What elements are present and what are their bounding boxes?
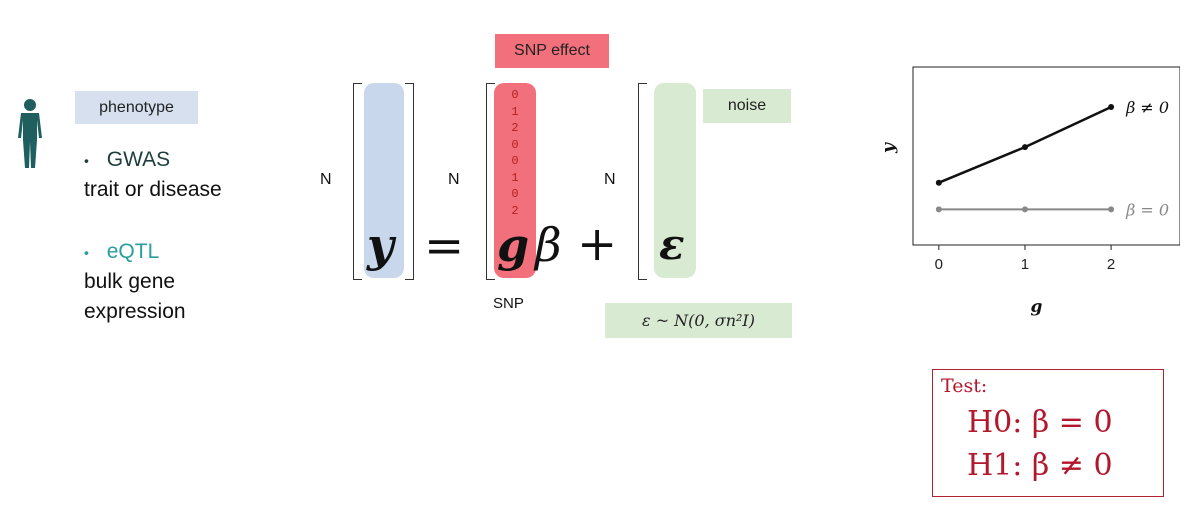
genotype-value: 0 — [511, 137, 519, 152]
eqtl-description-line1: bulk gene — [84, 270, 176, 293]
bullet-dot: • — [84, 244, 89, 261]
genotype-value: 2 — [511, 203, 519, 218]
epsilon-symbol: ε — [659, 220, 685, 269]
genotype-value: 1 — [511, 170, 519, 185]
n-dimension-y: N — [320, 171, 332, 188]
snp-effect-label: SNP effect — [495, 34, 609, 68]
noise-distribution: ε ~ N(0, σn²I) — [605, 303, 792, 338]
y-vector-column — [364, 83, 404, 278]
gwas-bullet: • GWAS — [84, 148, 170, 172]
y-symbol: y — [367, 218, 394, 272]
genotype-value: 2 — [511, 121, 519, 135]
snp-label: SNP — [493, 295, 524, 312]
alt-hypothesis: H1: β ≠ 0 — [967, 448, 1113, 483]
data-point — [935, 206, 942, 213]
n-dimension-eps: N — [604, 171, 616, 188]
beta-symbol: β — [535, 218, 562, 272]
genotype-value: 0 — [511, 187, 519, 201]
hypothesis-test-box — [932, 369, 1164, 497]
x-tick-label: 1 — [1021, 256, 1029, 273]
g-vector-column — [494, 83, 536, 278]
genotype-value: 0 — [511, 154, 519, 168]
genotype-value: 0 — [511, 88, 519, 102]
eqtl-title: eQTL — [106, 240, 160, 263]
x-tick-label: 0 — [935, 256, 943, 273]
equals-sign: = — [424, 218, 465, 274]
test-title: Test: — [941, 375, 988, 397]
phenotype-label: phenotype — [75, 91, 198, 124]
y-bracket-right — [405, 83, 414, 280]
x-tick-label: 2 — [1107, 256, 1115, 273]
plus-sign: + — [577, 216, 618, 272]
data-point — [1021, 144, 1028, 151]
effect-chart: 0 1 2 g y β ≠ 0 β = 0 — [880, 66, 1180, 317]
y-bracket-left — [353, 83, 362, 280]
eps-bracket-left — [638, 83, 647, 280]
y-axis-label: y — [880, 142, 899, 154]
series-label: β ≠ 0 — [1125, 98, 1169, 117]
g-bracket-left — [486, 83, 495, 280]
data-point — [1108, 104, 1115, 111]
genotype-value: 1 — [511, 104, 519, 119]
plot-frame — [912, 66, 1180, 246]
gwas-title: GWAS — [106, 148, 171, 171]
data-point — [1108, 206, 1115, 213]
x-axis-label: g — [1031, 297, 1043, 317]
data-point — [935, 179, 942, 186]
eqtl-description-line2: expression — [84, 300, 186, 323]
g-symbol: g — [497, 218, 530, 272]
noise-label: noise — [703, 89, 791, 123]
eps-vector-column — [654, 83, 696, 278]
human-figure-icon — [18, 99, 42, 168]
eqtl-bullet: • eQTL — [84, 240, 159, 264]
bullet-dot: • — [84, 152, 89, 169]
series-label: β = 0 — [1125, 200, 1169, 219]
gwas-description: trait or disease — [84, 178, 222, 201]
data-point — [1021, 206, 1028, 213]
null-hypothesis: H0: β = 0 — [967, 405, 1113, 440]
n-dimension-g: N — [448, 171, 460, 188]
